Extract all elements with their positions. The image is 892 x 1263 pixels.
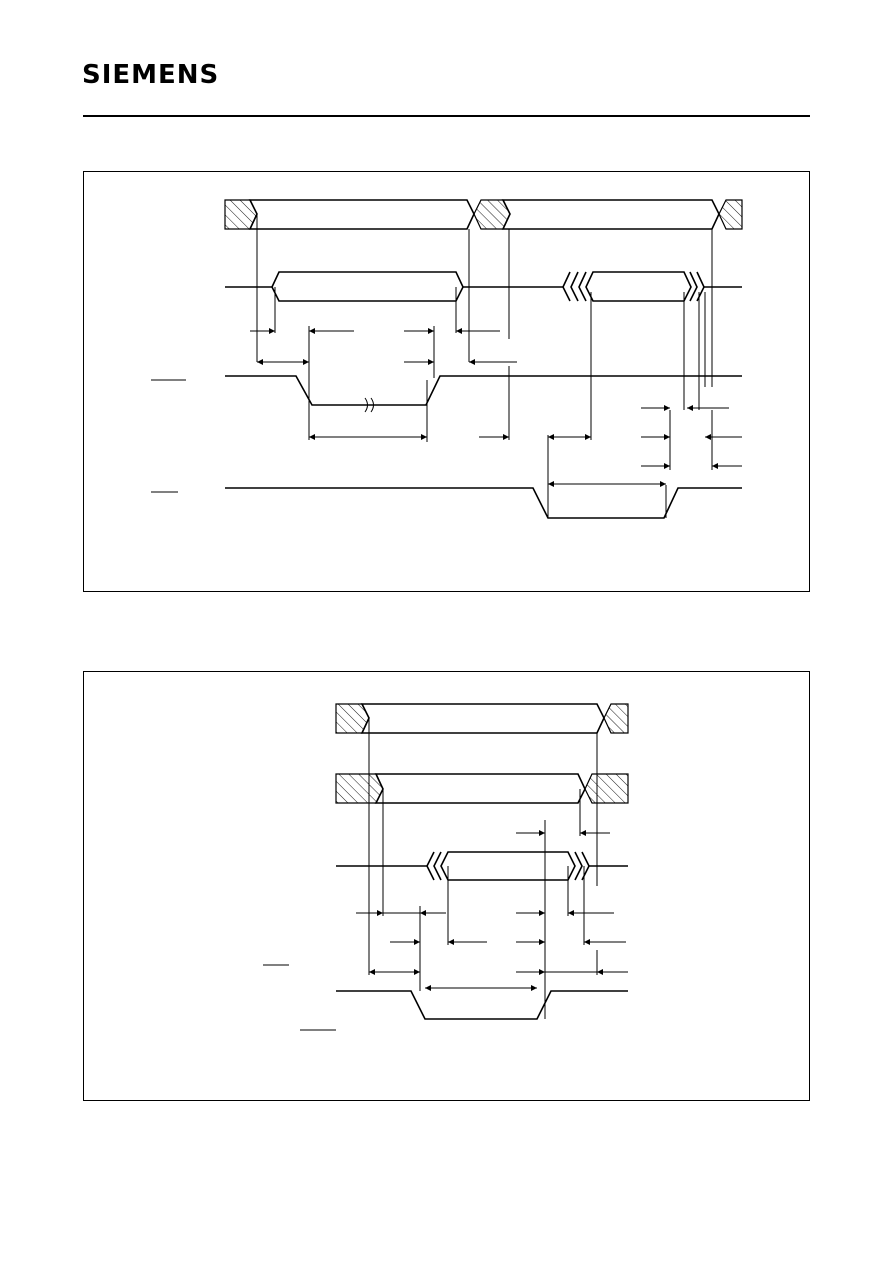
header-rule (83, 115, 810, 117)
d1-row-address-bus (224, 199, 743, 230)
d1-row-data-bus (225, 271, 742, 302)
d1-row-strobe-1 (151, 375, 742, 413)
d1-reference-lines (256, 214, 713, 518)
d2-reference-lines (368, 718, 598, 1019)
timing-diagram-frame-2 (83, 671, 810, 1101)
d2-timing-arrows (356, 830, 628, 991)
d2-row-data-bus (335, 773, 629, 804)
timing-diagram-frame-1 (83, 171, 810, 592)
d1-timing-arrows (250, 328, 742, 487)
diagram-2 (263, 703, 629, 1031)
d1-row-strobe-2 (151, 487, 742, 519)
d2-row-address-bus (335, 703, 629, 734)
diagram-1 (151, 199, 743, 519)
siemens-logo: SIEMENS (82, 60, 220, 90)
d2-row-strobe (263, 964, 628, 1031)
